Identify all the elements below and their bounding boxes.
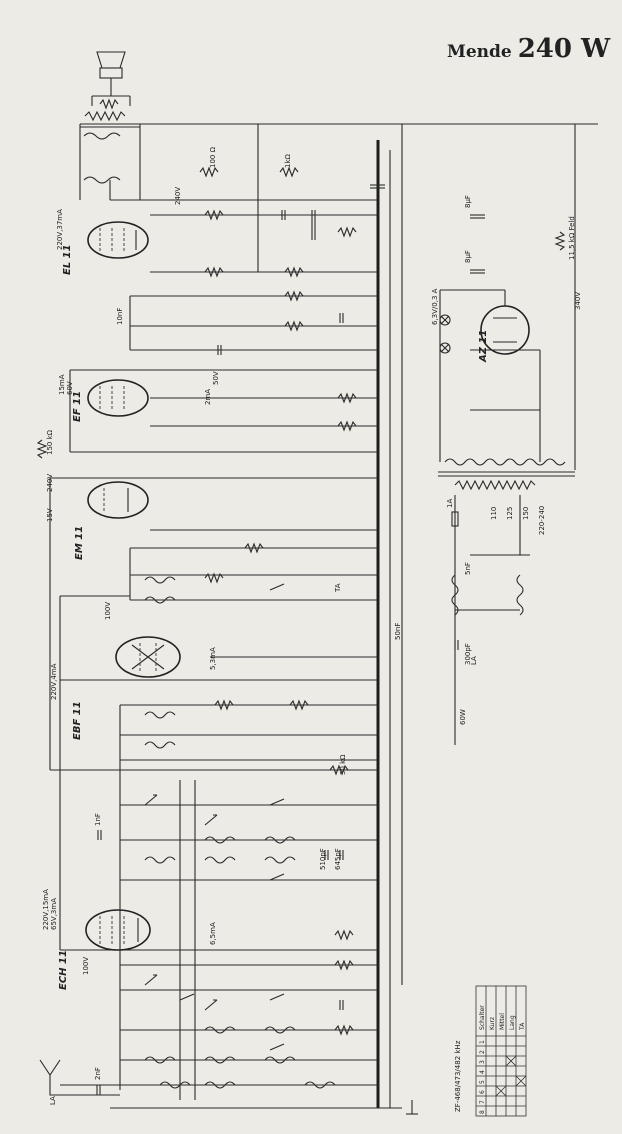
label-c-510: 510pF xyxy=(319,848,327,870)
label-fuse: 1A xyxy=(446,499,454,508)
label-c-300pf: 300pF xyxy=(464,643,472,665)
switch-col-5: 5 xyxy=(479,1080,486,1084)
switch-row-lang: Lang xyxy=(509,1015,516,1030)
label-i-2ma: 2mA xyxy=(204,389,212,405)
label-c-50nf: 50nF xyxy=(394,623,402,640)
switch-row-kurz: Kurz xyxy=(489,1017,496,1030)
label-ech11-current: 220V,15mA xyxy=(42,889,50,930)
label-tap-150: 150 xyxy=(522,507,530,520)
label-power: 60W xyxy=(459,709,467,725)
label-ef11-current: 15mA xyxy=(58,374,66,395)
label-field-coil: 11,5 kΩ Feld xyxy=(568,216,576,260)
label-em11-volt-b: 15V xyxy=(46,508,54,522)
tube-label-em11: EM 11 xyxy=(74,526,85,560)
speaker-symbol xyxy=(91,51,131,110)
brand-name: Mende xyxy=(447,42,512,62)
power-transformer xyxy=(438,289,575,745)
component-labels: 220V,37mA 15mA 60V 220V,4mA 220V,15mA 65… xyxy=(42,146,582,1112)
model-number: 240 W xyxy=(517,34,611,64)
label-r-100: 100 Ω xyxy=(209,146,217,168)
label-i-53ma: 5,3mA xyxy=(209,647,217,670)
label-b-340v: 340V xyxy=(574,292,582,310)
switch-col-6: 6 xyxy=(479,1090,486,1094)
label-la-power: LA xyxy=(470,656,478,665)
label-c-8uf-a: 8μF xyxy=(464,195,472,208)
tube-az11: AZ 11 xyxy=(478,290,530,363)
tube-ebf11: EBF 11 xyxy=(72,636,181,740)
switch-col-2: 2 xyxy=(479,1050,486,1054)
tube-ech11: ECH 11 xyxy=(58,909,151,990)
label-b-240v: 240V xyxy=(174,187,182,205)
label-c-645: 645pF xyxy=(334,848,342,870)
label-em11-volt-a: 240V xyxy=(46,474,54,492)
label-ef11-volt: 60V xyxy=(66,381,74,395)
label-zf: ZF-468/473/482 kHz xyxy=(454,1040,462,1112)
label-r-30k: 30 kΩ xyxy=(339,754,347,775)
label-c-2nf: 2nF xyxy=(94,1067,102,1080)
label-lamp: 6,3V/0,3 A xyxy=(431,288,439,325)
label-ech11-volt: 100V xyxy=(82,957,90,975)
label-el11-current: 220V,37mA xyxy=(56,209,64,250)
switch-col-4: 4 xyxy=(479,1070,486,1074)
label-ta: TA xyxy=(334,583,342,593)
tube-em11: EM 11 xyxy=(74,481,149,560)
label-tap-220: 220-240 xyxy=(538,506,546,535)
output-transformer xyxy=(79,110,141,200)
switch-row-mittel: Mittel xyxy=(499,1013,506,1030)
label-ebf11-volt: 100V xyxy=(104,602,112,620)
tube-label-ebf11: EBF 11 xyxy=(72,701,83,740)
label-i-65ma: 6,5mA xyxy=(209,922,217,945)
label-c-8uf-b: 8μF xyxy=(464,250,472,263)
tube-label-az11: AZ 11 xyxy=(478,330,489,363)
tube-label-ech11: ECH 11 xyxy=(58,950,69,990)
label-tap-110: 110 xyxy=(490,507,498,520)
components xyxy=(36,166,566,1095)
switch-table: Schalter Kurz Mittel Lang TA 1 2 3 4 5 6… xyxy=(475,985,527,1117)
label-la-antenna: LA xyxy=(49,1096,57,1105)
switch-col-3: 3 xyxy=(479,1060,486,1064)
signal-wiring xyxy=(50,199,378,1086)
switch-col-1: 1 xyxy=(479,1040,486,1044)
label-c-10nf: 10nF xyxy=(116,308,124,325)
left-wiring xyxy=(49,180,196,1100)
label-ebf11-current: 220V,4mA xyxy=(50,663,58,700)
switch-header-label: Schalter xyxy=(479,1005,486,1030)
label-b-50v: 50V xyxy=(212,371,220,385)
tube-label-ef11: EF 11 xyxy=(72,391,83,422)
tube-el11: EL 11 xyxy=(62,221,149,275)
label-r-150k: 150 kΩ xyxy=(46,429,54,455)
label-tap-125: 125 xyxy=(506,507,514,520)
tube-ef11: EF 11 xyxy=(72,379,149,422)
switch-col-8: 8 xyxy=(479,1110,486,1114)
label-c-1nf: 1nF xyxy=(94,813,102,826)
label-r-1k: 1kΩ xyxy=(284,153,292,168)
label-c-5nf: 5nF xyxy=(464,562,472,575)
tube-label-el11: EL 11 xyxy=(62,244,73,275)
label-ech11-current2: 65V,3mA xyxy=(50,898,58,930)
switch-row-ta: TA xyxy=(519,1022,526,1031)
switch-col-7: 7 xyxy=(479,1100,486,1104)
antenna-symbol xyxy=(39,1059,120,1096)
